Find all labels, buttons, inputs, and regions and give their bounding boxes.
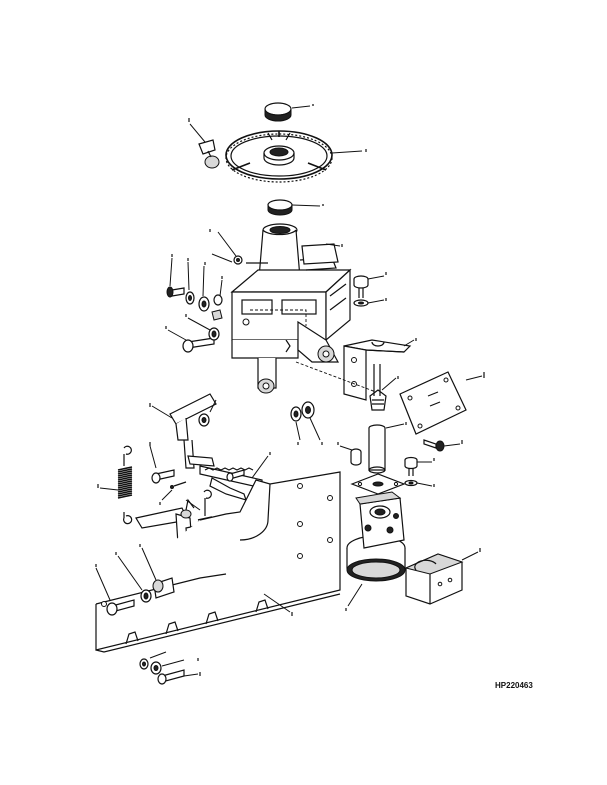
lower-bolt-washers [139,658,185,685]
leader-pedal-mount-plate [263,593,291,613]
leader-cover-screw [443,443,461,447]
mount-bolt-right [404,456,418,487]
cover-plate [399,371,467,435]
leader-cap-screw-top-right [367,275,385,304]
leader-cotter-pin [161,489,173,501]
leader-bolt-upper-left [167,317,211,341]
leader-mounting-plate [403,339,415,347]
leader-pivot-washers [295,417,321,441]
leader-pedal-pivot-bolt [95,547,157,601]
cotter-pin [170,481,187,489]
leader-wheel-knob [189,123,206,143]
leader-spring-center [185,499,201,511]
cap-screw-top-right [353,275,369,307]
spacer-bushing [350,448,362,466]
leader-mount-bolt-right [416,461,433,487]
shaft-centerline [295,361,377,393]
leader-control-valve [347,583,363,607]
tension-spring-left [117,445,133,525]
leader-column-bracket [325,243,341,247]
valve-guard [404,553,464,605]
steering-wheel [225,130,333,183]
leader-spring-left [99,487,119,491]
pivot-bolt-lower [151,469,175,484]
leader-shaft-tube [385,423,405,429]
callout-ticks [95,104,485,676]
pin-small [233,255,268,265]
mounting-plate-right [343,339,412,401]
column-support-frame [231,320,340,394]
leader-valve-guard [461,551,479,561]
leader-washer-stack [169,257,223,297]
steering-shaft-tube [368,424,386,474]
valve-mounting-flange [350,473,406,495]
bolt-lever [226,469,245,482]
pivot-washers-center [290,401,315,422]
leader-spacer [339,445,353,451]
leader-horn-cap [291,105,311,109]
bolt-upper-left [182,327,220,353]
leader-steering-wheel [331,150,363,154]
cover-screw [423,439,445,452]
bearing-nut [267,199,293,216]
horn-cap [264,102,292,122]
leader-release-lever [151,399,217,419]
release-lever [169,393,217,469]
leader-cover-plate [465,375,483,381]
leader-ratchet-plate [251,455,269,479]
leader-pin-small [211,231,237,263]
leader-lower-bolts [149,651,199,677]
steering-shaft-upper [373,364,381,396]
leader-pivot-bolt-lower [149,445,157,469]
pedal-pivot-bolt [106,577,175,616]
wheel-knob [198,139,220,169]
steering-control-valve [346,491,406,582]
washer-stack-upper [166,286,223,321]
figure-code: HP220463 [495,681,533,690]
leader-bearing-nut [291,204,321,207]
pedal-mount-plate [95,471,341,653]
